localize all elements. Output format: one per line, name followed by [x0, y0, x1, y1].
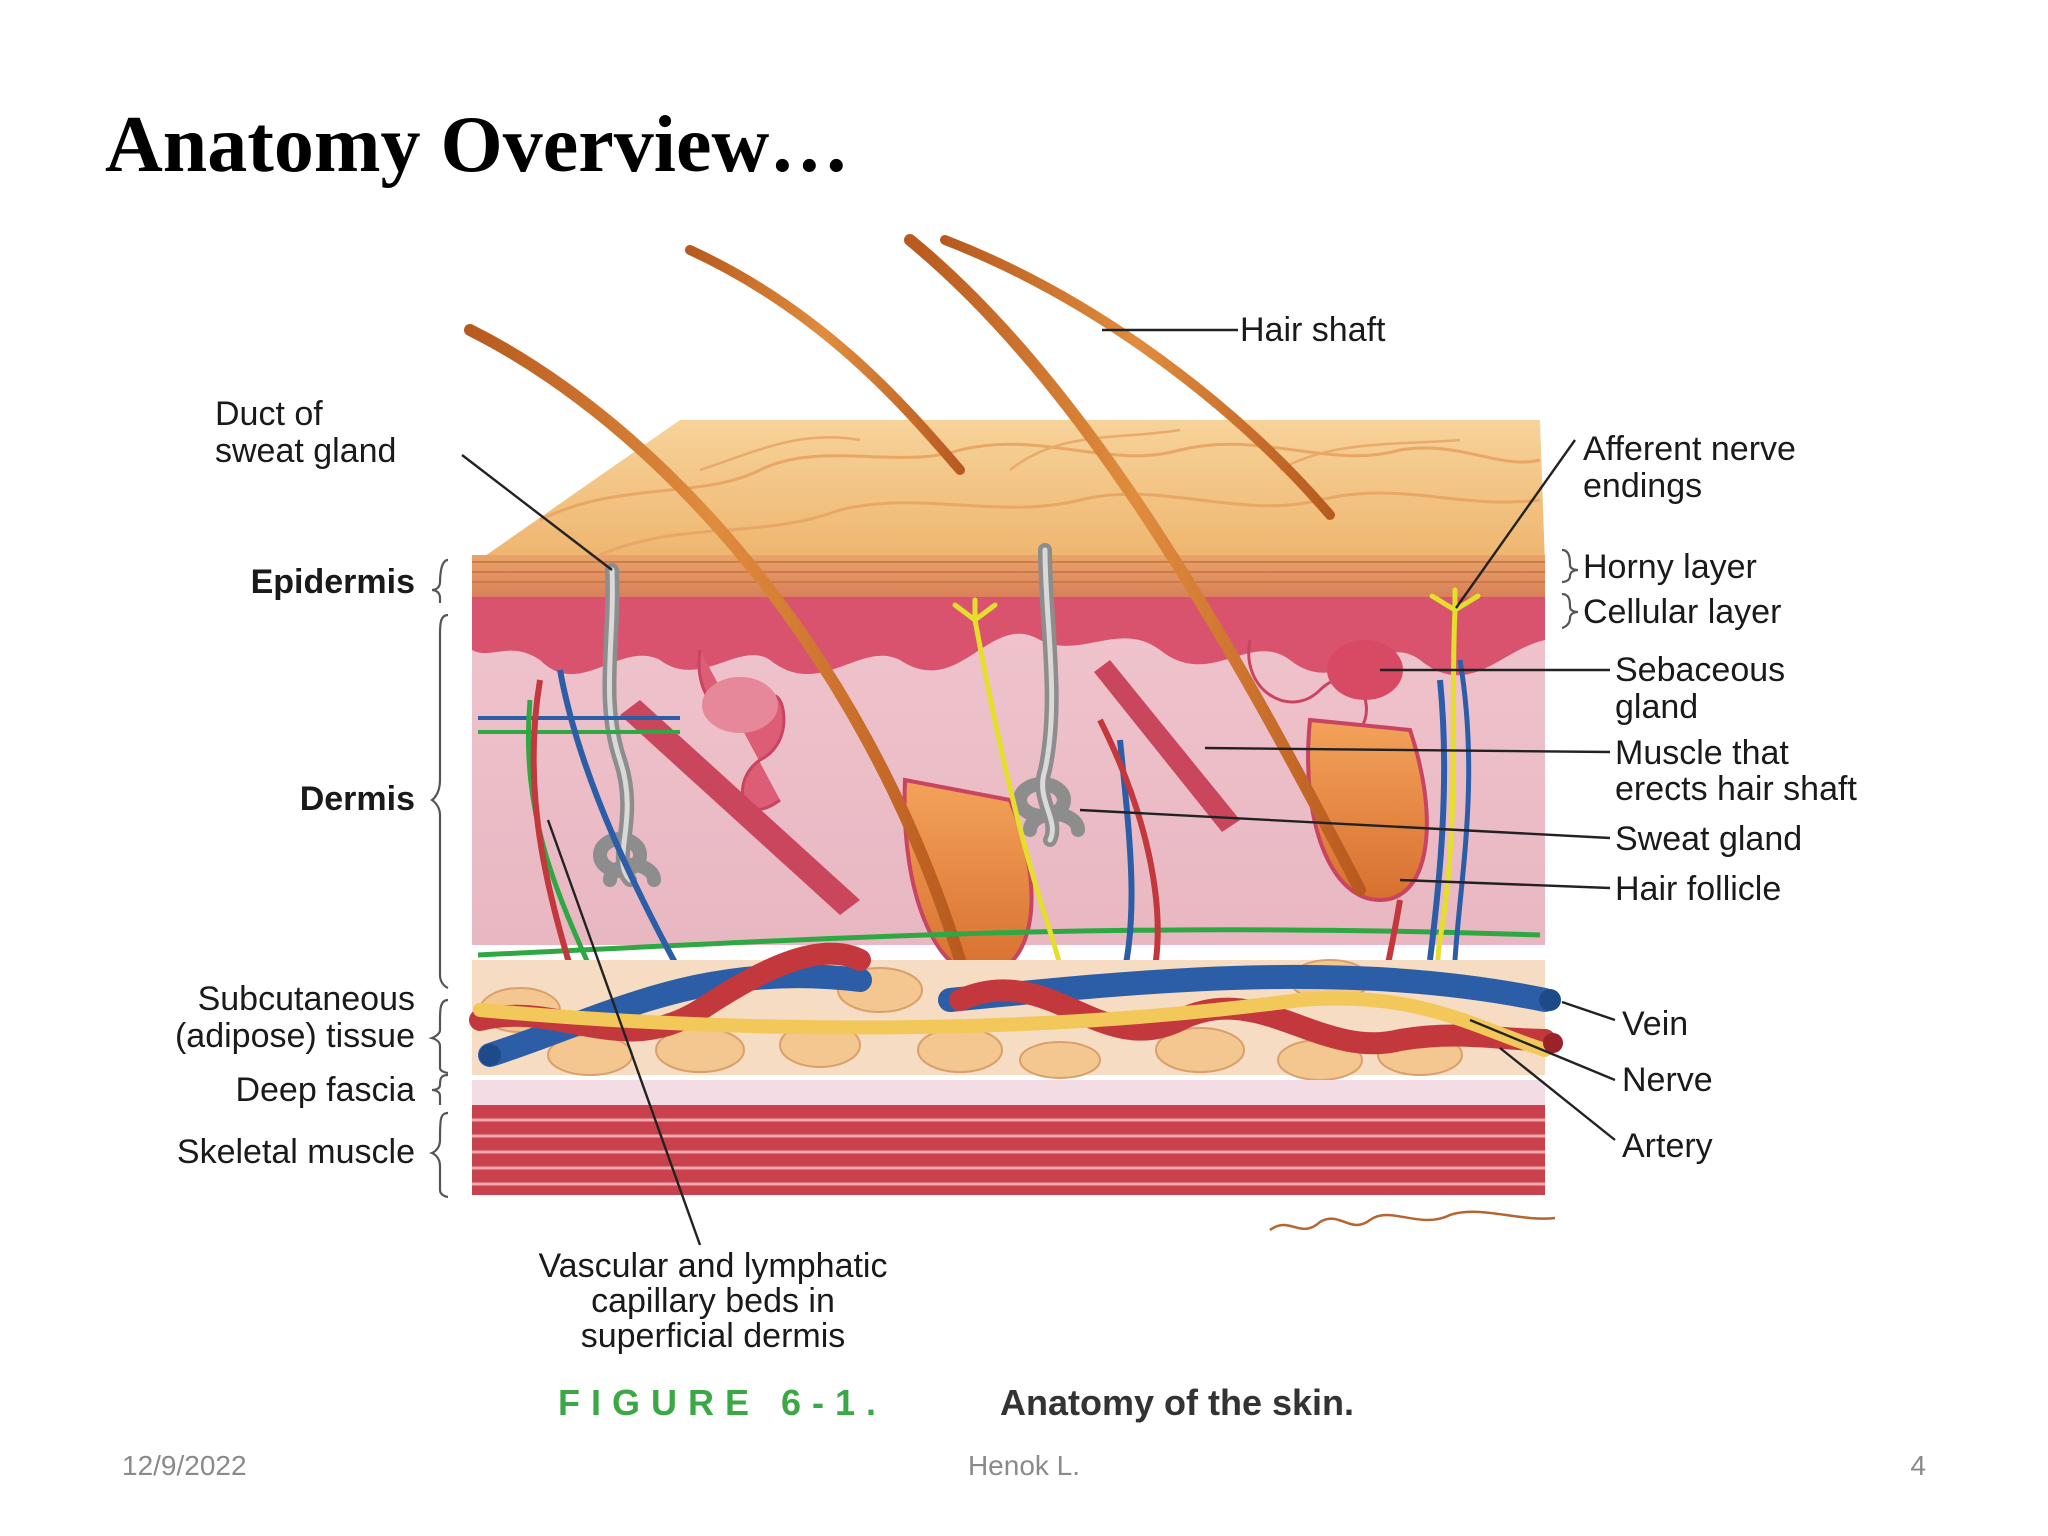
label-subcutaneous-line1: Subcutaneous	[198, 980, 415, 1018]
label-epidermis: Epidermis	[251, 563, 415, 601]
label-vascular-line3: superficial dermis	[581, 1317, 846, 1355]
figure-number: FIGURE 6-1.	[558, 1382, 887, 1423]
right-brackets	[1561, 548, 1579, 630]
label-nerve: Nerve	[1622, 1061, 1713, 1099]
label-vascular-line1: Vascular and lymphatic	[539, 1247, 888, 1285]
vessel-plexus	[477, 659, 1541, 1041]
label-dermis: Dermis	[300, 780, 415, 818]
figure-caption-text: Anatomy of the skin.	[1000, 1382, 1354, 1423]
label-duct-of-sweat-gland-line2: sweat gland	[215, 432, 396, 470]
label-hair-shaft: Hair shaft	[1240, 311, 1386, 349]
leader-lines	[461, 328, 1616, 1246]
label-afferent-nerve-line1: Afferent nerve	[1583, 430, 1796, 468]
label-afferent-nerve-line2: endings	[1583, 467, 1702, 505]
layer-brackets	[428, 558, 449, 1199]
deep-vessels	[469, 942, 1557, 1067]
diagram-labels: Hair shaft Duct of sweat gland Afferent …	[175, 311, 1857, 1355]
label-cellular-layer: Cellular layer	[1583, 593, 1781, 631]
label-sweat-gland: Sweat gland	[1615, 820, 1802, 858]
label-muscle-line2: erects hair shaft	[1615, 770, 1857, 808]
label-deep-fascia: Deep fascia	[235, 1071, 415, 1109]
label-horny-layer: Horny layer	[1583, 548, 1757, 586]
skeletal-muscle-layer	[472, 1105, 1545, 1195]
label-duct-of-sweat-gland-line1: Duct of	[215, 395, 323, 433]
label-muscle-line1: Muscle that	[1615, 734, 1789, 772]
footer-author: Henok L.	[967, 1450, 1081, 1481]
label-subcutaneous-line2: (adipose) tissue	[175, 1017, 415, 1055]
label-hair-follicle: Hair follicle	[1615, 870, 1781, 908]
label-skeletal-muscle: Skeletal muscle	[177, 1133, 415, 1171]
label-vein: Vein	[1622, 1005, 1688, 1043]
sebaceous-gland	[1327, 640, 1403, 700]
hair-shafts	[464, 234, 1366, 966]
footer-page-number: 4	[1910, 1450, 1926, 1481]
label-sebaceous-line2: gland	[1615, 688, 1698, 726]
label-artery: Artery	[1622, 1127, 1713, 1165]
epidermis-layer	[472, 555, 1545, 811]
vein-lumen	[479, 1044, 501, 1066]
vein-lumen-right	[1539, 989, 1561, 1011]
deep-fascia-layer	[472, 1080, 1545, 1105]
label-sebaceous-line1: Sebaceous	[1615, 651, 1785, 689]
artist-signature	[1269, 1210, 1556, 1232]
artery-lumen	[1543, 1033, 1563, 1053]
arrector-pili-muscles	[620, 660, 1240, 915]
figure-caption: FIGURE 6-1. Anatomy of the skin.	[558, 1382, 1354, 1423]
slide-title: Anatomy Overview…	[105, 101, 850, 189]
label-vascular-line2: capillary beds in	[591, 1282, 835, 1320]
footer-date: 12/9/2022	[122, 1450, 247, 1481]
sebaceous-gland-left	[702, 677, 778, 733]
